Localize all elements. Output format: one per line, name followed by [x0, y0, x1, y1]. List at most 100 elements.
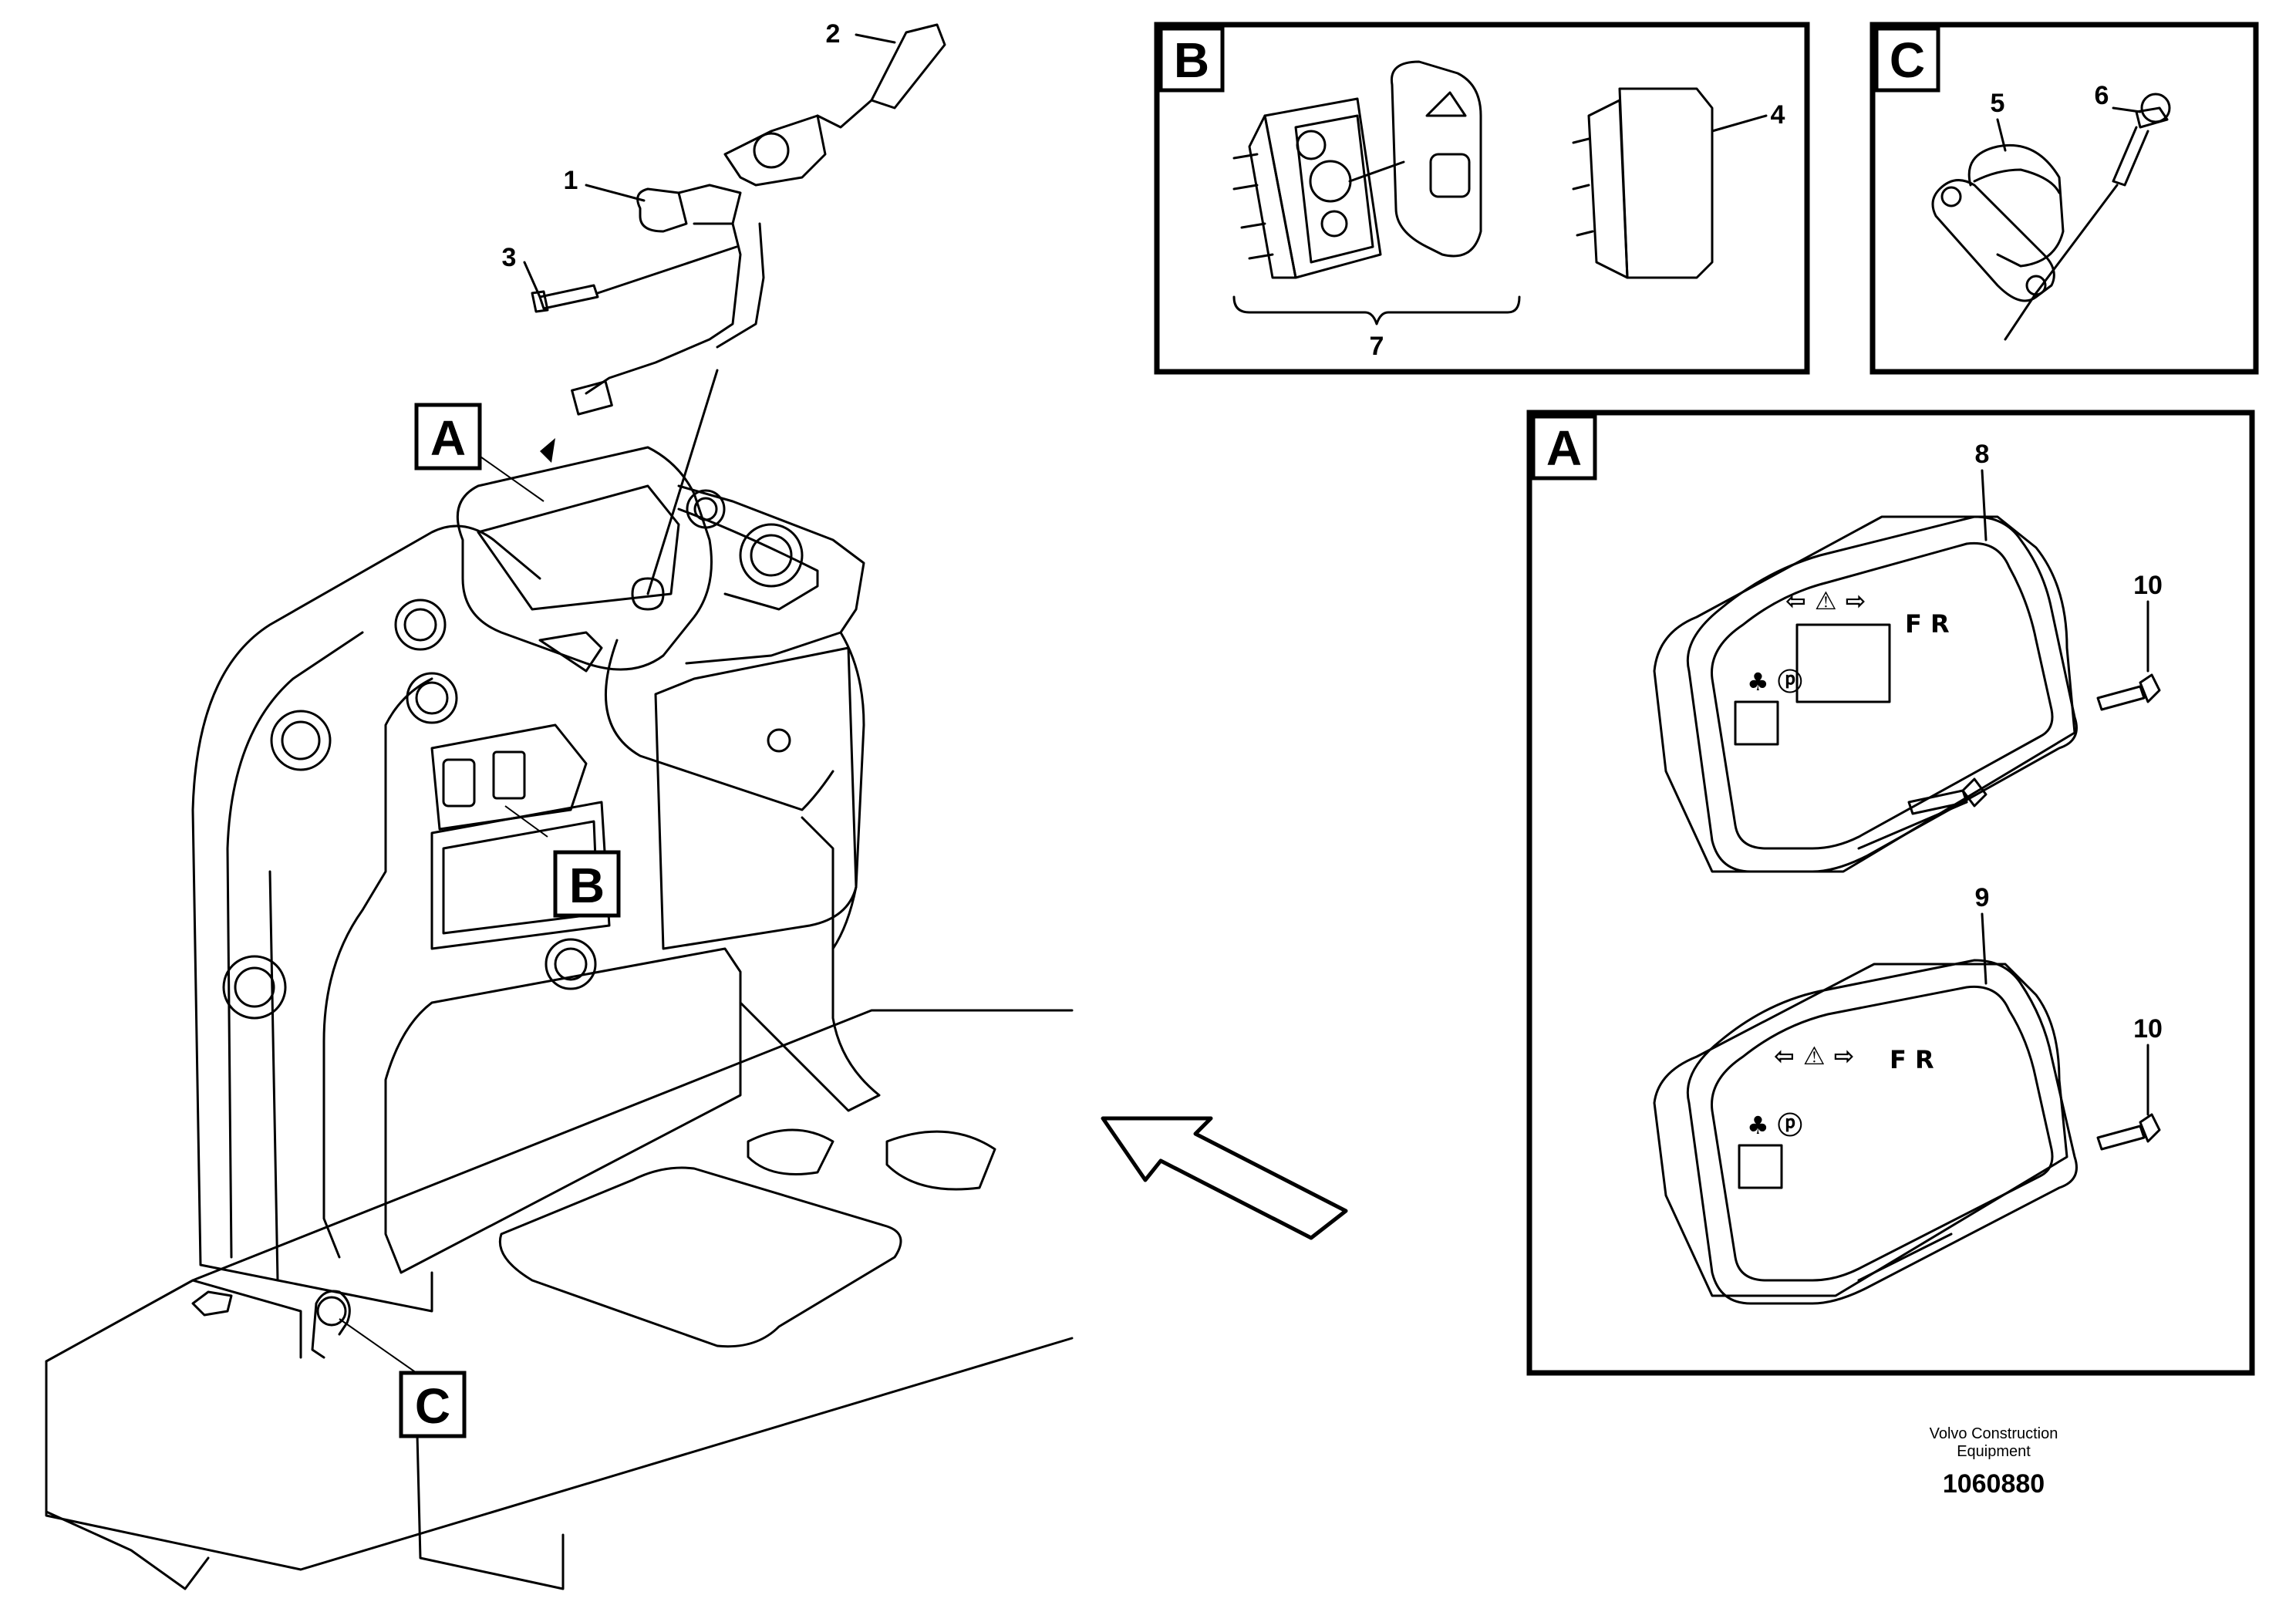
instrument-cluster-8: ⇦ ⚠ ⇨ F R ♣ ⓟ 8 10 [1653, 440, 2163, 873]
console-left-side [191, 524, 541, 1313]
column-hole [631, 577, 665, 611]
callout-1: 1 [564, 166, 578, 195]
callout-8: 8 [1975, 440, 1990, 469]
callout-4: 4 [1771, 100, 1785, 130]
vent-2 [406, 672, 458, 724]
blank-switch [1618, 87, 1714, 279]
cluster-8-display [1795, 623, 1891, 703]
lever-assembly [531, 23, 946, 416]
vent-5 [544, 938, 597, 990]
lever-handle-1 [636, 187, 688, 233]
detail-c-panel: C 5 6 [1870, 22, 2259, 375]
console-drawing [45, 23, 1074, 1590]
wire-harness-1 [585, 222, 742, 395]
air-vents [222, 489, 804, 1020]
cluster-8-back [1653, 515, 2076, 873]
sensor-body [1967, 143, 2065, 268]
column-top-face [477, 484, 680, 611]
svg-text:A: A [430, 410, 466, 466]
vent-3 [270, 710, 332, 771]
floor-plate [45, 1009, 1074, 1571]
label-box-b-main: B [553, 850, 621, 918]
cluster-9-indicator [1738, 1144, 1783, 1189]
company-name-line1: Volvo Construction [1930, 1425, 2058, 1442]
screw-10a [1907, 777, 1988, 815]
cluster-8-fr: F R [1905, 609, 1950, 639]
floor-hatch [498, 1166, 902, 1348]
sensor-flange [1931, 179, 2055, 302]
harness-connector [571, 380, 613, 416]
cluster-8-bezel [1686, 515, 2078, 873]
cluster-8-turn-symbols: ⇦ ⚠ ⇨ [1785, 586, 1866, 615]
svg-text:A: A [1546, 420, 1582, 476]
svg-text:C: C [415, 1378, 450, 1434]
view-direction-arrow [1101, 1116, 1348, 1240]
console-right-front [739, 816, 881, 1112]
wire-harness-2 [716, 222, 765, 349]
base-sensor [316, 1296, 347, 1327]
floor-hex-hole [191, 1290, 233, 1317]
detail-b-panel: B 4 7 [1154, 22, 1810, 375]
rocker-cap [1390, 60, 1482, 258]
svg-text:B: B [569, 858, 605, 913]
cluster-9-back [1653, 963, 2068, 1297]
cluster-8-indicator [1734, 700, 1779, 746]
cluster-9-face [1711, 985, 2054, 1282]
vent-6 [739, 523, 804, 588]
credit-block: Volvo Construction Equipment 1060880 [1930, 1425, 2058, 1499]
base-sensor-bracket [311, 1290, 351, 1359]
callout-9: 9 [1975, 883, 1990, 912]
console-right-side [677, 484, 865, 950]
callout-7: 7 [1370, 332, 1384, 361]
floor-edge [45, 1279, 302, 1590]
cluster-9-bezel [1686, 959, 2078, 1305]
cluster-9-warn-icons: ♣ ⓟ [1747, 1111, 1802, 1140]
rocker-switch-side [1248, 114, 1297, 279]
vent-1 [394, 599, 447, 651]
label-box-c-main: C [399, 1371, 467, 1438]
rocker-switch-body [1263, 97, 1382, 279]
callout-10b: 10 [2133, 1014, 2163, 1044]
lever-shaft [816, 99, 873, 129]
switch-1 [442, 758, 476, 808]
svg-text:B: B [1174, 32, 1209, 88]
lower-front-panel [430, 801, 611, 950]
console-left-inner [226, 631, 364, 1282]
right-cover-panel [654, 646, 858, 950]
drawing-number: 1060880 [1943, 1469, 2045, 1499]
label-box-a-main: A [414, 403, 482, 470]
instrument-cluster-9: ⇦ ⚠ ⇨ F R ♣ ⓟ 9 10 [1653, 883, 2163, 1305]
brace-7 [1232, 295, 1521, 325]
screw-3 [538, 284, 599, 310]
callout-6: 6 [2095, 81, 2109, 110]
callout-5: 5 [1991, 89, 2005, 118]
panel-knob [767, 728, 791, 753]
company-name-line2: Equipment [1957, 1443, 2031, 1460]
console-top-edge [604, 639, 834, 811]
column-switch [538, 631, 603, 673]
cluster-8-face [1711, 541, 2054, 850]
callout-2: 2 [826, 19, 841, 49]
screw-6 [2112, 106, 2169, 187]
console-top-vent-area [677, 508, 819, 611]
vent-4 [222, 955, 287, 1020]
leader-lines [339, 33, 896, 1374]
cluster-9-turn-symbols: ⇦ ⚠ ⇨ [1774, 1041, 1855, 1071]
floor-cutout-2 [885, 1130, 996, 1191]
cluster-9-fr: F R [1890, 1045, 1934, 1074]
floor-bracket [415, 1402, 565, 1590]
callout-3: 3 [502, 243, 517, 272]
lever-handle-1-body [677, 184, 742, 225]
switch-2 [492, 750, 526, 800]
lever-knob [870, 23, 946, 110]
vent-7 [686, 489, 726, 529]
lever-housing [723, 114, 827, 187]
steering-column-tower [456, 446, 713, 671]
floor-cutout-1 [747, 1128, 834, 1175]
rocker-cap-symbol [1425, 91, 1467, 117]
callout-10a: 10 [2133, 571, 2163, 600]
cluster-8-warn-icons: ♣ ⓟ [1747, 667, 1802, 696]
switch-panel [430, 723, 588, 831]
detail-a-panel: A ⇦ ⚠ ⇨ F R ♣ ⓟ 8 10 ⇦ ⚠ ⇨ F R [1526, 410, 2255, 1376]
